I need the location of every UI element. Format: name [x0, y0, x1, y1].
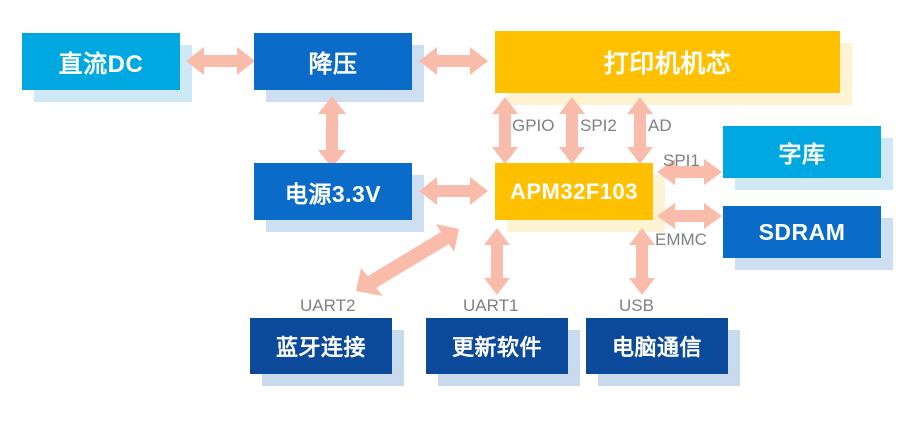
node-pc-communication[interactable]: 电脑通信: [586, 318, 728, 374]
arrow-label-ad: AD: [648, 116, 672, 135]
node-font-library-label: 字库: [778, 141, 826, 167]
arrow-label-usb: USB: [619, 296, 654, 315]
node-printer-mechanism-label: 打印机机芯: [603, 50, 732, 78]
node-update-software-label: 更新软件: [451, 335, 542, 360]
arrow-label-uart2: UART2: [300, 296, 356, 315]
arrow-mcu-to-updatesw: [484, 228, 510, 295]
arrow-label-uart1: UART1: [463, 296, 519, 315]
node-bluetooth-label: 蓝牙连接: [275, 335, 366, 360]
arrow-stepdown-to-printer: [419, 47, 488, 75]
node-update-software[interactable]: 更新软件: [426, 318, 568, 374]
arrow-label-spi1: SPI1: [663, 151, 700, 170]
node-sdram[interactable]: SDRAM: [723, 206, 881, 258]
node-step-down-label: 降压: [308, 51, 358, 78]
node-dc-input-label: 直流DC: [58, 51, 144, 78]
arrow-mcu-to-bluetooth: [356, 224, 459, 296]
node-dc-input[interactable]: 直流DC: [22, 33, 180, 90]
arrow-dc-to-stepdown: [186, 47, 255, 75]
arrow-label-gpio: GPIO: [512, 116, 555, 135]
arrow-mcu-to-sdram: [657, 203, 722, 229]
node-bluetooth[interactable]: 蓝牙连接: [250, 318, 392, 374]
node-power-3v3-label: 电源3.3V: [284, 180, 382, 207]
node-power-3v3[interactable]: 电源3.3V: [254, 163, 412, 220]
node-sdram-label: SDRAM: [758, 218, 846, 245]
arrow-power33-to-mcu: [419, 177, 488, 205]
arrow-mcu-to-pccomm: [629, 228, 655, 295]
node-pc-communication-label: 电脑通信: [611, 335, 702, 360]
arrow-label-emmc: EMMC: [655, 230, 707, 249]
arrow-stepdown-to-power33: [318, 96, 346, 168]
node-mcu-apm32f103-label: APM32F103: [509, 178, 638, 204]
arrow-label-spi2: SPI2: [580, 116, 617, 135]
node-mcu-apm32f103[interactable]: APM32F103: [495, 163, 653, 220]
node-printer-mechanism[interactable]: 打印机机芯: [495, 31, 840, 93]
node-font-library[interactable]: 字库: [723, 126, 881, 178]
node-step-down[interactable]: 降压: [254, 33, 412, 90]
